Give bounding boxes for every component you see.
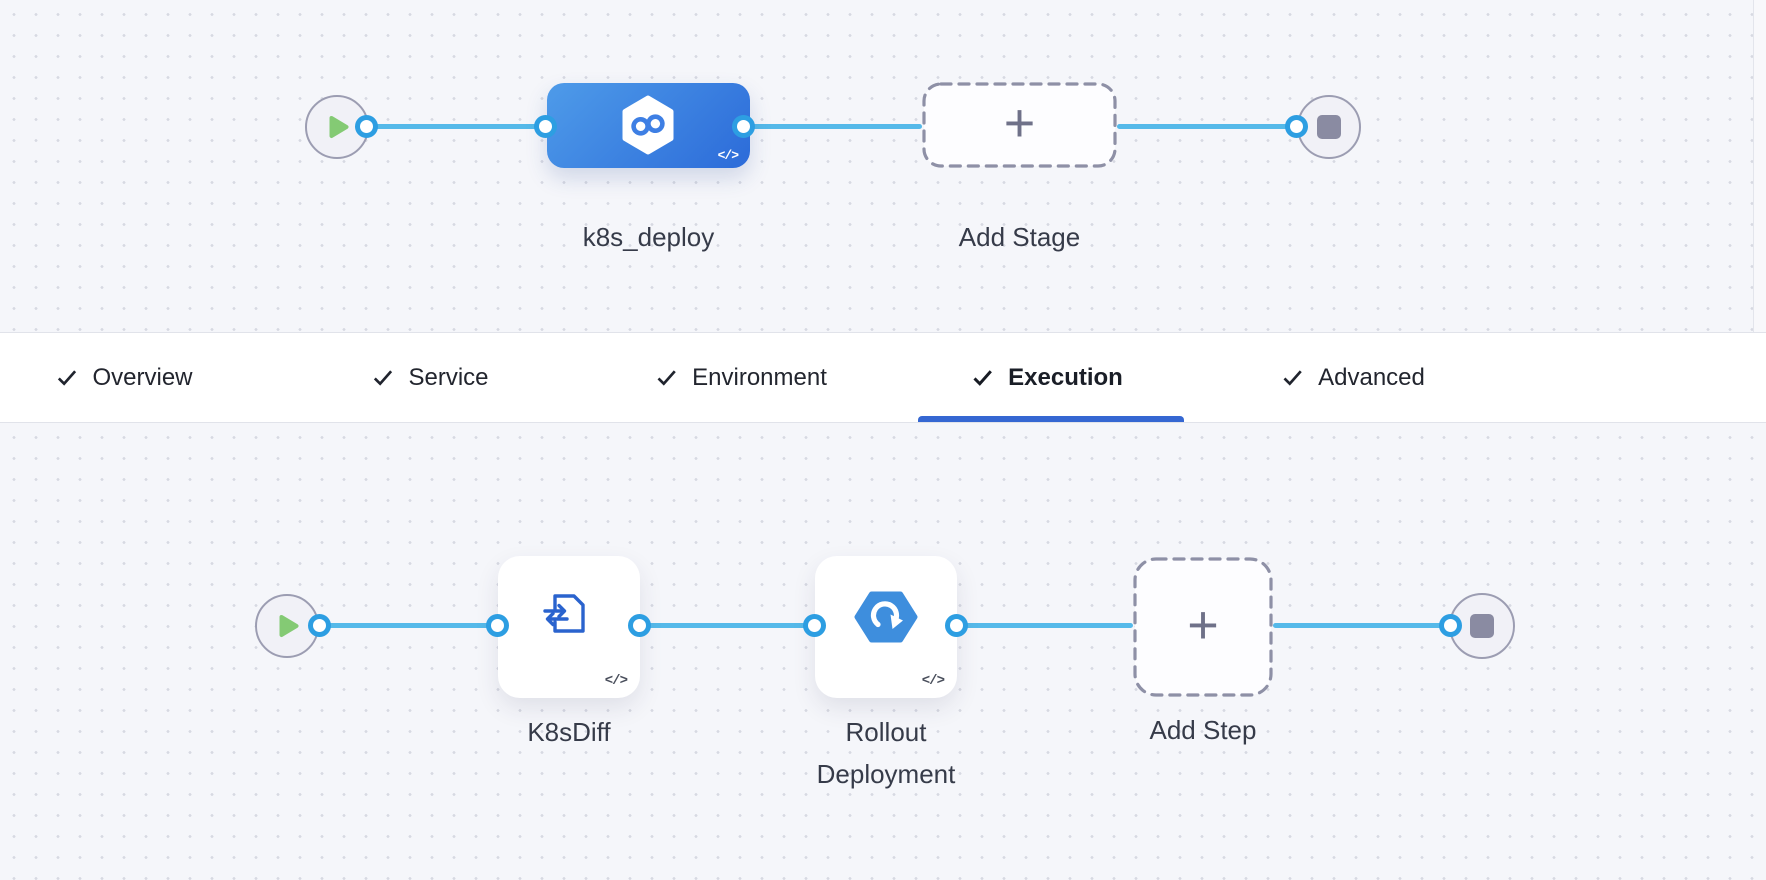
tab-execution[interactable]: Execution	[971, 364, 1123, 392]
step-label: K8sDiff	[527, 717, 611, 747]
stage-node-k8s-deploy[interactable]: </>	[547, 83, 750, 168]
add-stage-button[interactable]: +	[922, 82, 1117, 168]
tab-label: Execution	[1008, 363, 1123, 391]
check-icon	[1283, 370, 1302, 386]
port	[628, 614, 651, 637]
code-icon: </>	[717, 148, 739, 163]
check-icon	[657, 370, 676, 386]
stop-icon	[1470, 614, 1494, 638]
port	[486, 614, 509, 637]
active-tab-underline	[918, 416, 1184, 422]
port	[355, 115, 378, 138]
dashed-border	[1133, 557, 1273, 697]
plus-icon: +	[1187, 595, 1219, 655]
tab-advanced[interactable]: Advanced	[1281, 364, 1425, 392]
port	[945, 614, 968, 637]
edge	[1117, 124, 1297, 129]
step-node-rollout-deployment[interactable]: </>	[815, 556, 957, 698]
hexagon-infinity-icon	[622, 95, 674, 155]
tab-label: Advanced	[1318, 363, 1425, 391]
port	[308, 614, 331, 637]
rollout-hexagon-icon	[854, 591, 918, 643]
check-icon	[973, 370, 992, 386]
edge	[1273, 623, 1451, 628]
tab-label: Environment	[692, 363, 827, 391]
stage-config-tabbar: Overview Service Environment Execution A…	[0, 332, 1766, 423]
tab-environment[interactable]: Environment	[655, 364, 827, 392]
dashed-border	[922, 82, 1117, 168]
stop-icon	[1317, 115, 1341, 139]
tab-label: Overview	[92, 363, 193, 391]
canvas-right-gutter	[1753, 0, 1766, 332]
play-icon	[329, 116, 349, 138]
tab-service[interactable]: Service	[371, 363, 489, 392]
edge	[640, 623, 815, 628]
port	[732, 115, 755, 138]
tab-label: Service	[408, 363, 489, 391]
edge	[367, 124, 547, 129]
add-stage-label: Add Stage	[958, 222, 1081, 252]
code-icon: </>	[604, 673, 628, 689]
check-icon	[57, 370, 77, 386]
step-node-k8sdiff[interactable]: </>	[498, 556, 640, 698]
tab-overview[interactable]: Overview	[55, 363, 193, 392]
add-step-label: Add Step	[1149, 715, 1257, 745]
edge	[744, 124, 922, 129]
check-icon	[373, 370, 393, 386]
file-diff-icon	[543, 594, 585, 633]
port	[1285, 115, 1308, 138]
stage-pipeline-canvas: </> k8s_deploy + Add Stage	[0, 0, 1766, 332]
add-step-button[interactable]: +	[1133, 557, 1273, 697]
code-icon: </>	[921, 673, 945, 689]
edge	[957, 623, 1133, 628]
port	[534, 115, 557, 138]
stage-label: k8s_deploy	[582, 222, 715, 252]
port	[803, 614, 826, 637]
edge	[320, 623, 498, 628]
step-label: Rollout Deployment	[816, 717, 956, 789]
play-icon	[279, 615, 299, 637]
plus-icon: +	[1003, 93, 1036, 153]
port	[1439, 614, 1462, 637]
